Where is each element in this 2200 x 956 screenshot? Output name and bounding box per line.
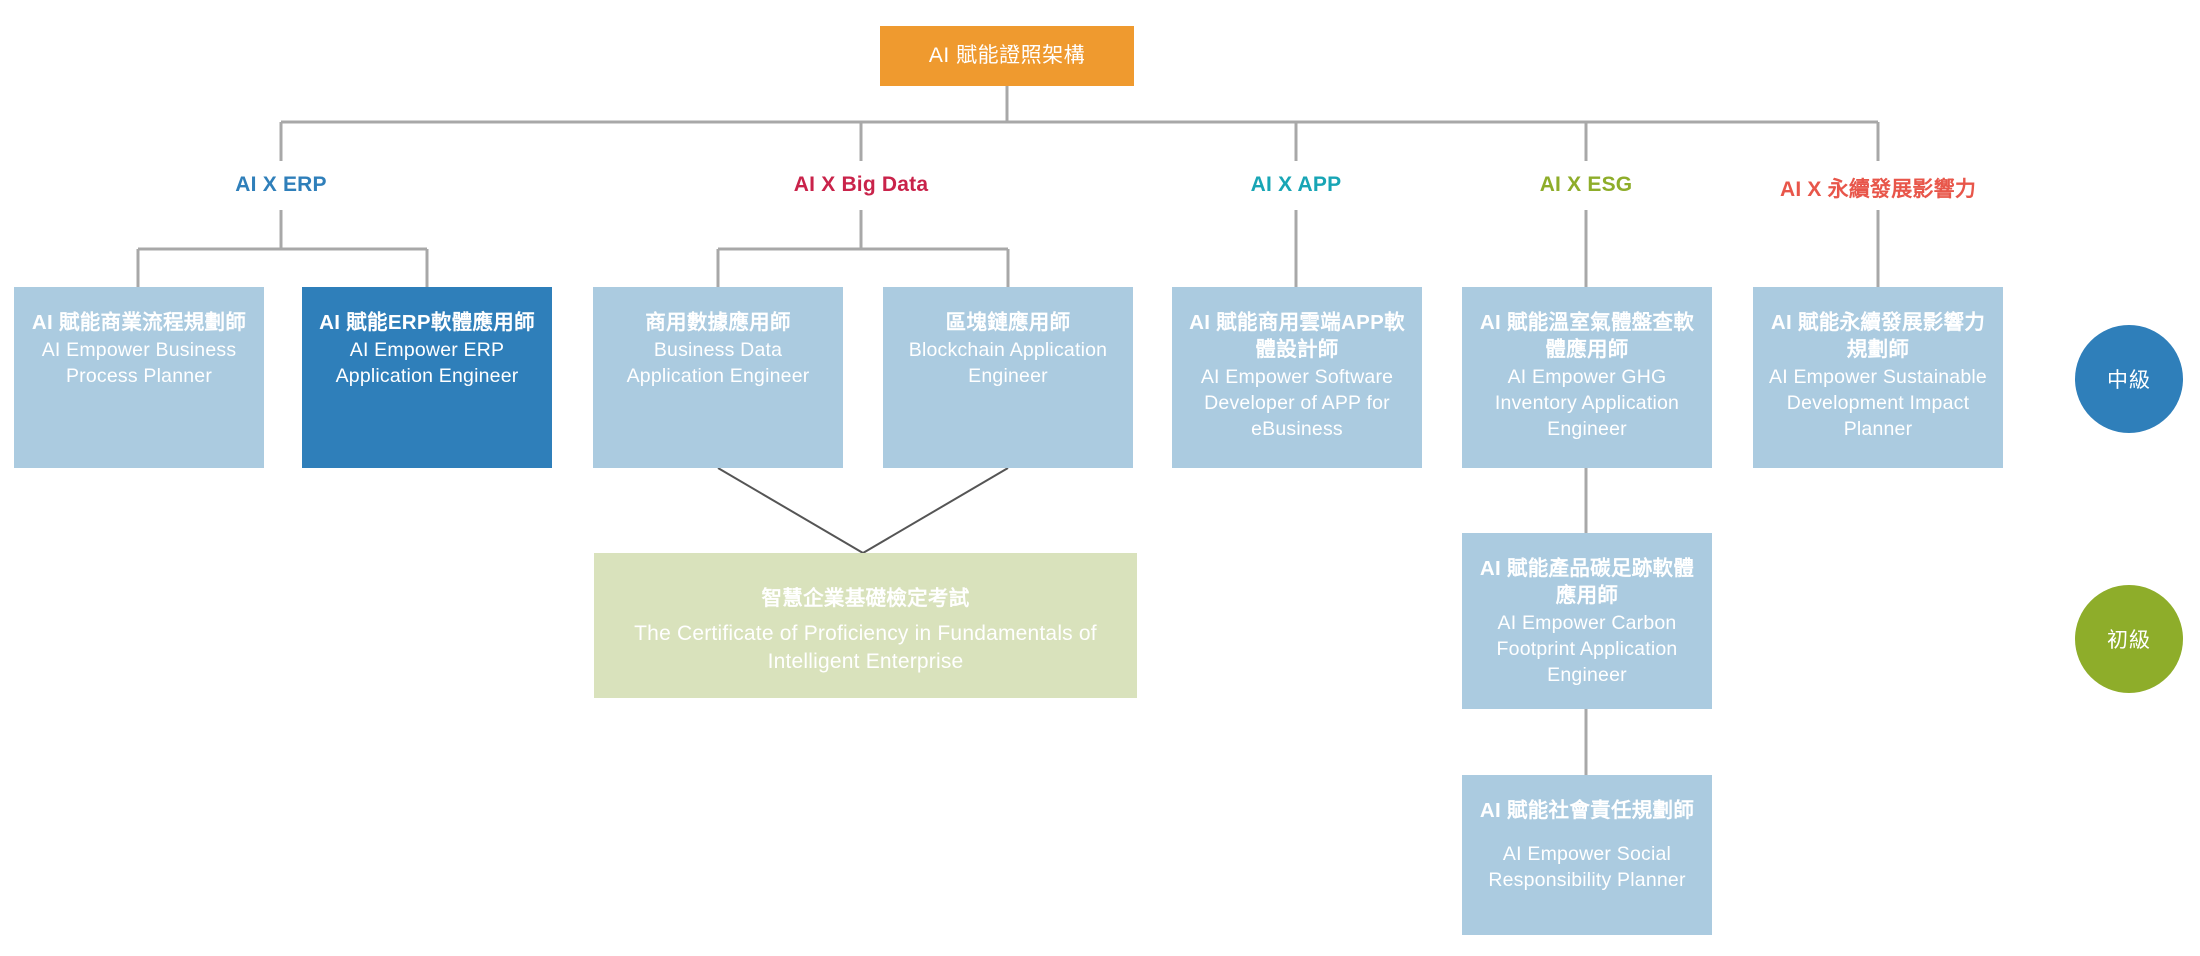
cert-title-zh: 區塊鏈應用師 <box>945 311 1071 334</box>
cert-title-en: AI Empower ERP Application Engineer <box>335 339 519 387</box>
cert-title-en: AI Empower Software Developer of APP for… <box>1200 366 1394 440</box>
cert-title-zh: AI 賦能商業流程規劃師 <box>31 311 247 334</box>
cert-box-ghg-inventory-application-engineer[interactable]: AI 賦能溫室氣體盤查軟體應用師 AI Empower GHG Inventor… <box>1462 287 1712 468</box>
cert-box-business-data-application-engineer[interactable]: 商用數據應用師 Business Data Application Engine… <box>593 287 843 468</box>
exam-box-intelligent-enterprise-fundamentals[interactable]: 智慧企業基礎檢定考試 The Certificate of Proficienc… <box>594 553 1137 698</box>
cert-title-en: AI Empower Business Process Planner <box>41 339 237 387</box>
cert-title-zh: AI 賦能ERP軟體應用師 <box>319 311 535 334</box>
cert-box-cloud-app-software-designer[interactable]: AI 賦能商用雲端APP軟體設計師 AI Empower Software De… <box>1172 287 1422 468</box>
cert-title-en: AI Empower Social Responsibility Planner <box>1488 843 1686 891</box>
cert-box-carbon-footprint-application-engineer[interactable]: AI 賦能產品碳足跡軟體應用師 AI Empower Carbon Footpr… <box>1462 533 1712 709</box>
exam-title-en: The Certificate of Proficiency in Fundam… <box>634 622 1097 673</box>
cert-title-en: AI Empower Carbon Footprint Application … <box>1496 612 1678 686</box>
category-label-esg[interactable]: AI X ESG <box>1539 173 1633 196</box>
cert-title-zh: 商用數據應用師 <box>645 311 791 334</box>
cert-title-zh: AI 賦能溫室氣體盤查軟體應用師 <box>1479 311 1695 362</box>
cert-box-sustainable-development-impact-planner[interactable]: AI 賦能永續發展影響力規劃師 AI Empower Sustainable D… <box>1753 287 2003 468</box>
exam-title-zh: 智慧企業基礎檢定考試 <box>761 587 970 610</box>
category-label-erp[interactable]: AI X ERP <box>235 173 327 196</box>
cert-title-zh: AI 賦能商用雲端APP軟體設計師 <box>1189 311 1405 362</box>
level-badge-beginner[interactable]: 初級 <box>2075 585 2183 693</box>
cert-box-blockchain-application-engineer[interactable]: 區塊鏈應用師 Blockchain Application Engineer <box>883 287 1133 468</box>
category-label-app[interactable]: AI X APP <box>1250 173 1342 196</box>
level-badge-label: 初級 <box>2107 629 2151 652</box>
cert-title-en: Blockchain Application Engineer <box>908 339 1108 387</box>
cert-title-en: AI Empower GHG Inventory Application Eng… <box>1494 366 1680 440</box>
cert-box-business-process-planner[interactable]: AI 賦能商業流程規劃師 AI Empower Business Process… <box>14 287 264 468</box>
category-label-big-data[interactable]: AI X Big Data <box>793 173 929 196</box>
cert-box-erp-application-engineer[interactable]: AI 賦能ERP軟體應用師 AI Empower ERP Application… <box>302 287 552 468</box>
cert-title-zh: AI 賦能社會責任規劃師 <box>1479 799 1695 822</box>
root-node-title: AI 賦能證照架構 <box>928 44 1086 68</box>
category-label-sustainability[interactable]: AI X 永續發展影響力 <box>1779 178 1977 201</box>
cert-title-zh: AI 賦能產品碳足跡軟體應用師 <box>1479 557 1695 608</box>
level-badge-label: 中級 <box>2107 369 2151 392</box>
cert-title-zh: AI 賦能永續發展影響力規劃師 <box>1770 311 1986 362</box>
root-node[interactable]: AI 賦能證照架構 <box>880 26 1134 86</box>
cert-title-en: Business Data Application Engineer <box>626 339 810 387</box>
cert-title-en: AI Empower Sustainable Development Impac… <box>1769 366 1987 440</box>
cert-box-social-responsibility-planner[interactable]: AI 賦能社會責任規劃師 AI Empower Social Responsib… <box>1462 775 1712 935</box>
level-badge-intermediate[interactable]: 中級 <box>2075 325 2183 433</box>
